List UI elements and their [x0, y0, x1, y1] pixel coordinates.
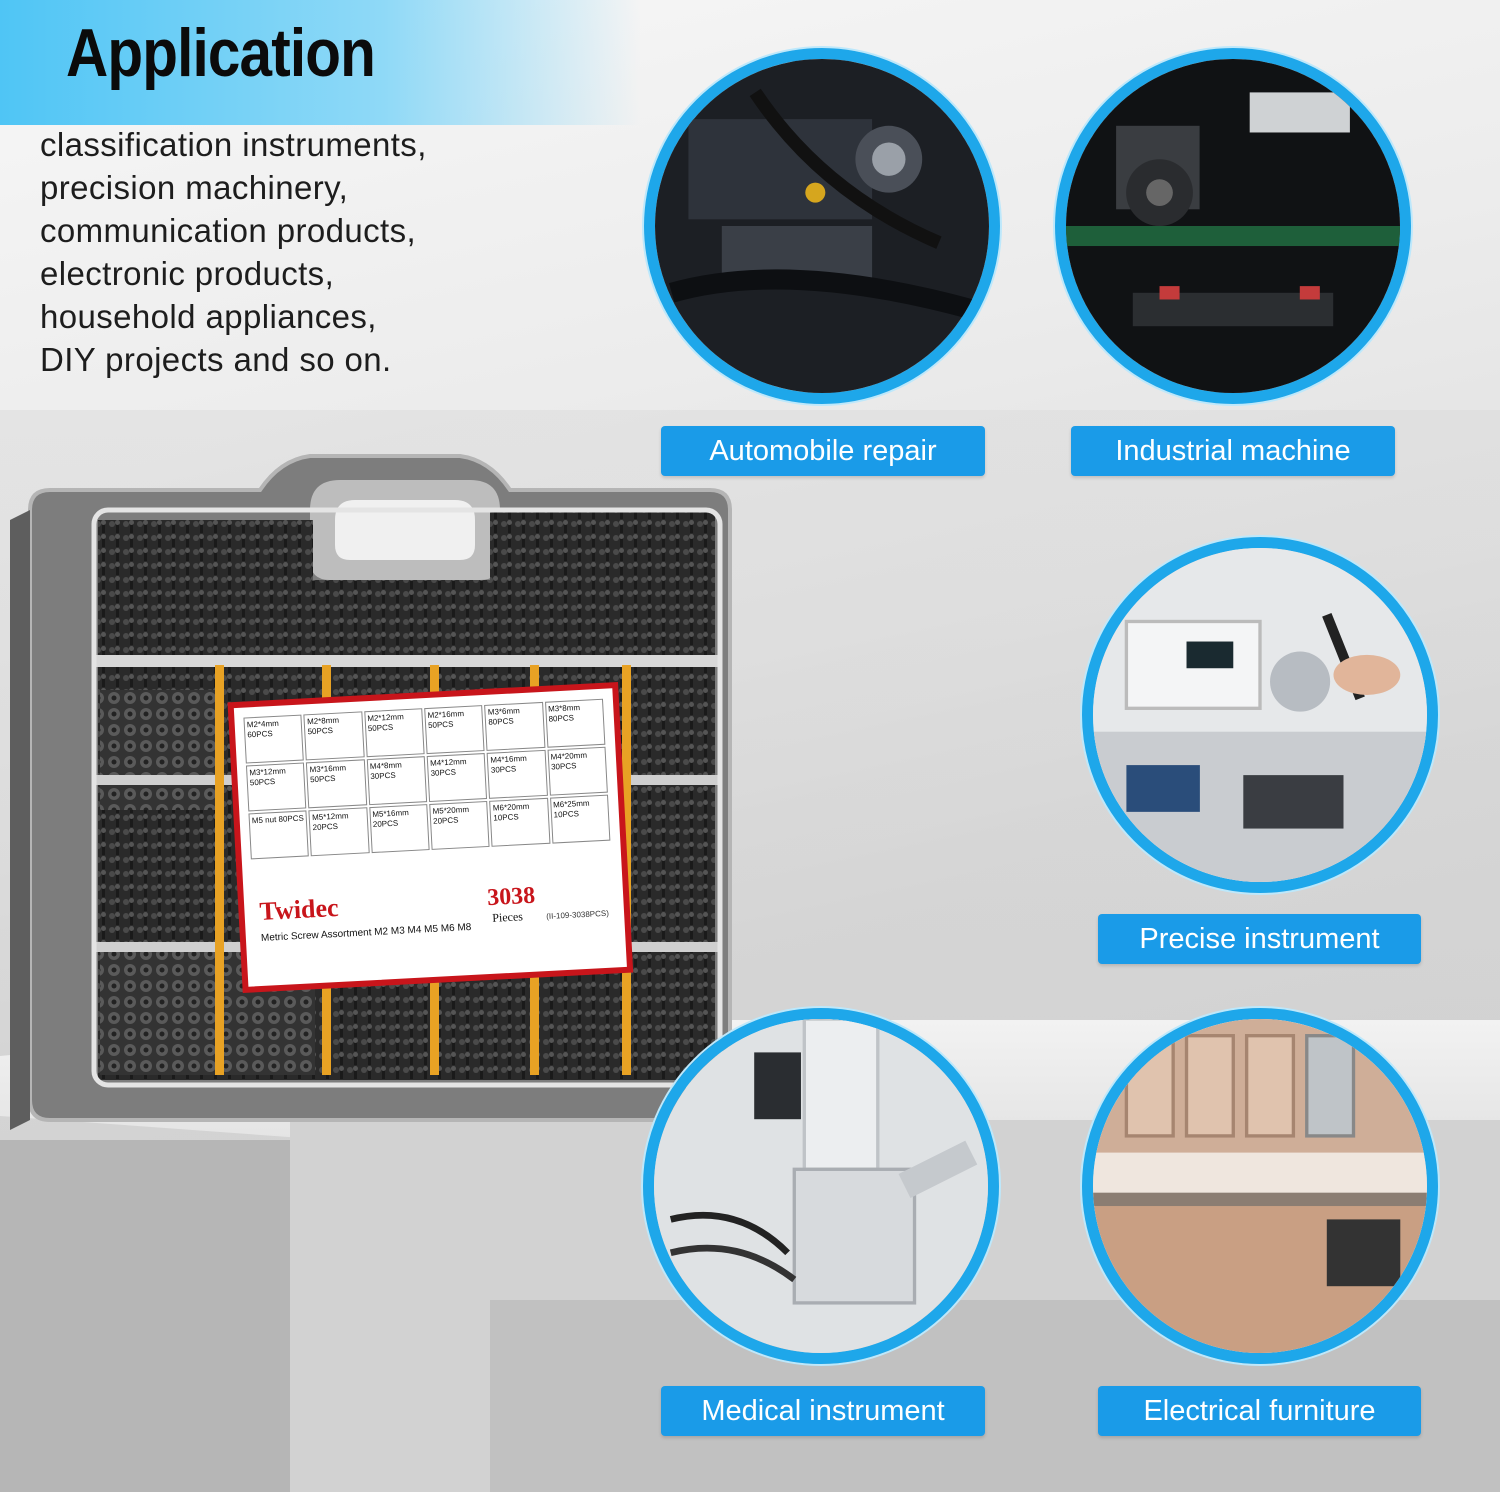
grid-cell: M4*20mm 30PCS — [547, 746, 608, 796]
microscope-illustration — [654, 1019, 988, 1353]
scene-precise-photo — [1082, 537, 1438, 893]
product-label: M2*4mm 60PCS M2*8mm 50PCS M2*12mm 50PCS … — [243, 698, 616, 977]
grid-cell: M3*12mm 50PCS — [245, 762, 307, 812]
grid-cell: M4*12mm 30PCS — [426, 753, 488, 802]
scene-label-medical: Medical instrument — [661, 1386, 985, 1436]
piece-unit: Pieces — [491, 909, 524, 925]
grid-cell: M5*20mm 20PCS — [429, 800, 490, 850]
kitchen-illustration — [1093, 1019, 1427, 1353]
instrument-illustration — [1093, 548, 1427, 882]
label-footer: Twidec 3038 Pieces (II-109-3038PCS) Metr… — [259, 879, 612, 973]
list-item: communication products, — [40, 212, 417, 249]
scene-label-industrial: Industrial machine — [1071, 426, 1395, 476]
scene-industrial-photo — [1055, 48, 1411, 404]
grid-cell: M5*16mm 20PCS — [368, 804, 430, 854]
scene-automobile-photo — [644, 48, 1000, 404]
grid-cell: M2*16mm 50PCS — [424, 705, 485, 755]
grid-cell: M3*6mm 80PCS — [484, 701, 546, 751]
scene-label-furniture: Electrical furniture — [1098, 1386, 1421, 1436]
page-title: Application — [66, 15, 376, 91]
scene-label-precise: Precise instrument — [1098, 914, 1421, 964]
grid-cell: M2*4mm 60PCS — [243, 714, 305, 764]
label-grid: M2*4mm 60PCS M2*8mm 50PCS M2*12mm 50PCS … — [243, 698, 611, 860]
brand-name: Twidec — [258, 892, 340, 926]
grid-cell: M2*8mm 50PCS — [303, 711, 365, 761]
list-item: electronic products, — [40, 255, 335, 292]
machine-illustration — [1066, 59, 1400, 393]
title-banner — [0, 0, 640, 125]
grid-cell: M4*8mm 30PCS — [366, 756, 428, 806]
scene-furniture-photo — [1082, 1008, 1438, 1364]
list-item: classification instruments, — [40, 126, 427, 163]
list-item: household appliances, — [40, 298, 377, 335]
list-item: precision machinery, — [40, 169, 349, 206]
sku-code: (II-109-3038PCS) — [546, 908, 610, 922]
grid-cell: M5*12mm 20PCS — [308, 807, 370, 857]
grid-cell: M6*25mm 10PCS — [549, 794, 611, 844]
engine-illustration — [655, 59, 989, 393]
case-illustration — [10, 454, 732, 1130]
grid-cell: M3*8mm 80PCS — [544, 698, 606, 748]
grid-cell: M3*16mm 50PCS — [306, 759, 367, 809]
screw-assortment-case: M2*4mm 60PCS M2*8mm 50PCS M2*12mm 50PCS … — [10, 450, 740, 1140]
grid-cell: M4*16mm 30PCS — [486, 749, 548, 799]
grid-cell: M5 nut 80PCS — [248, 810, 310, 860]
scene-medical-photo — [643, 1008, 999, 1364]
piece-count: 3038 — [486, 882, 536, 912]
bg-step-side — [0, 1140, 290, 1492]
application-list: classification instruments, precision ma… — [40, 123, 427, 381]
grid-cell: M6*20mm 10PCS — [489, 797, 551, 847]
grid-cell: M2*12mm 50PCS — [363, 708, 425, 758]
list-item: DIY projects and so on. — [40, 341, 392, 378]
scene-label-automobile: Automobile repair — [661, 426, 985, 476]
